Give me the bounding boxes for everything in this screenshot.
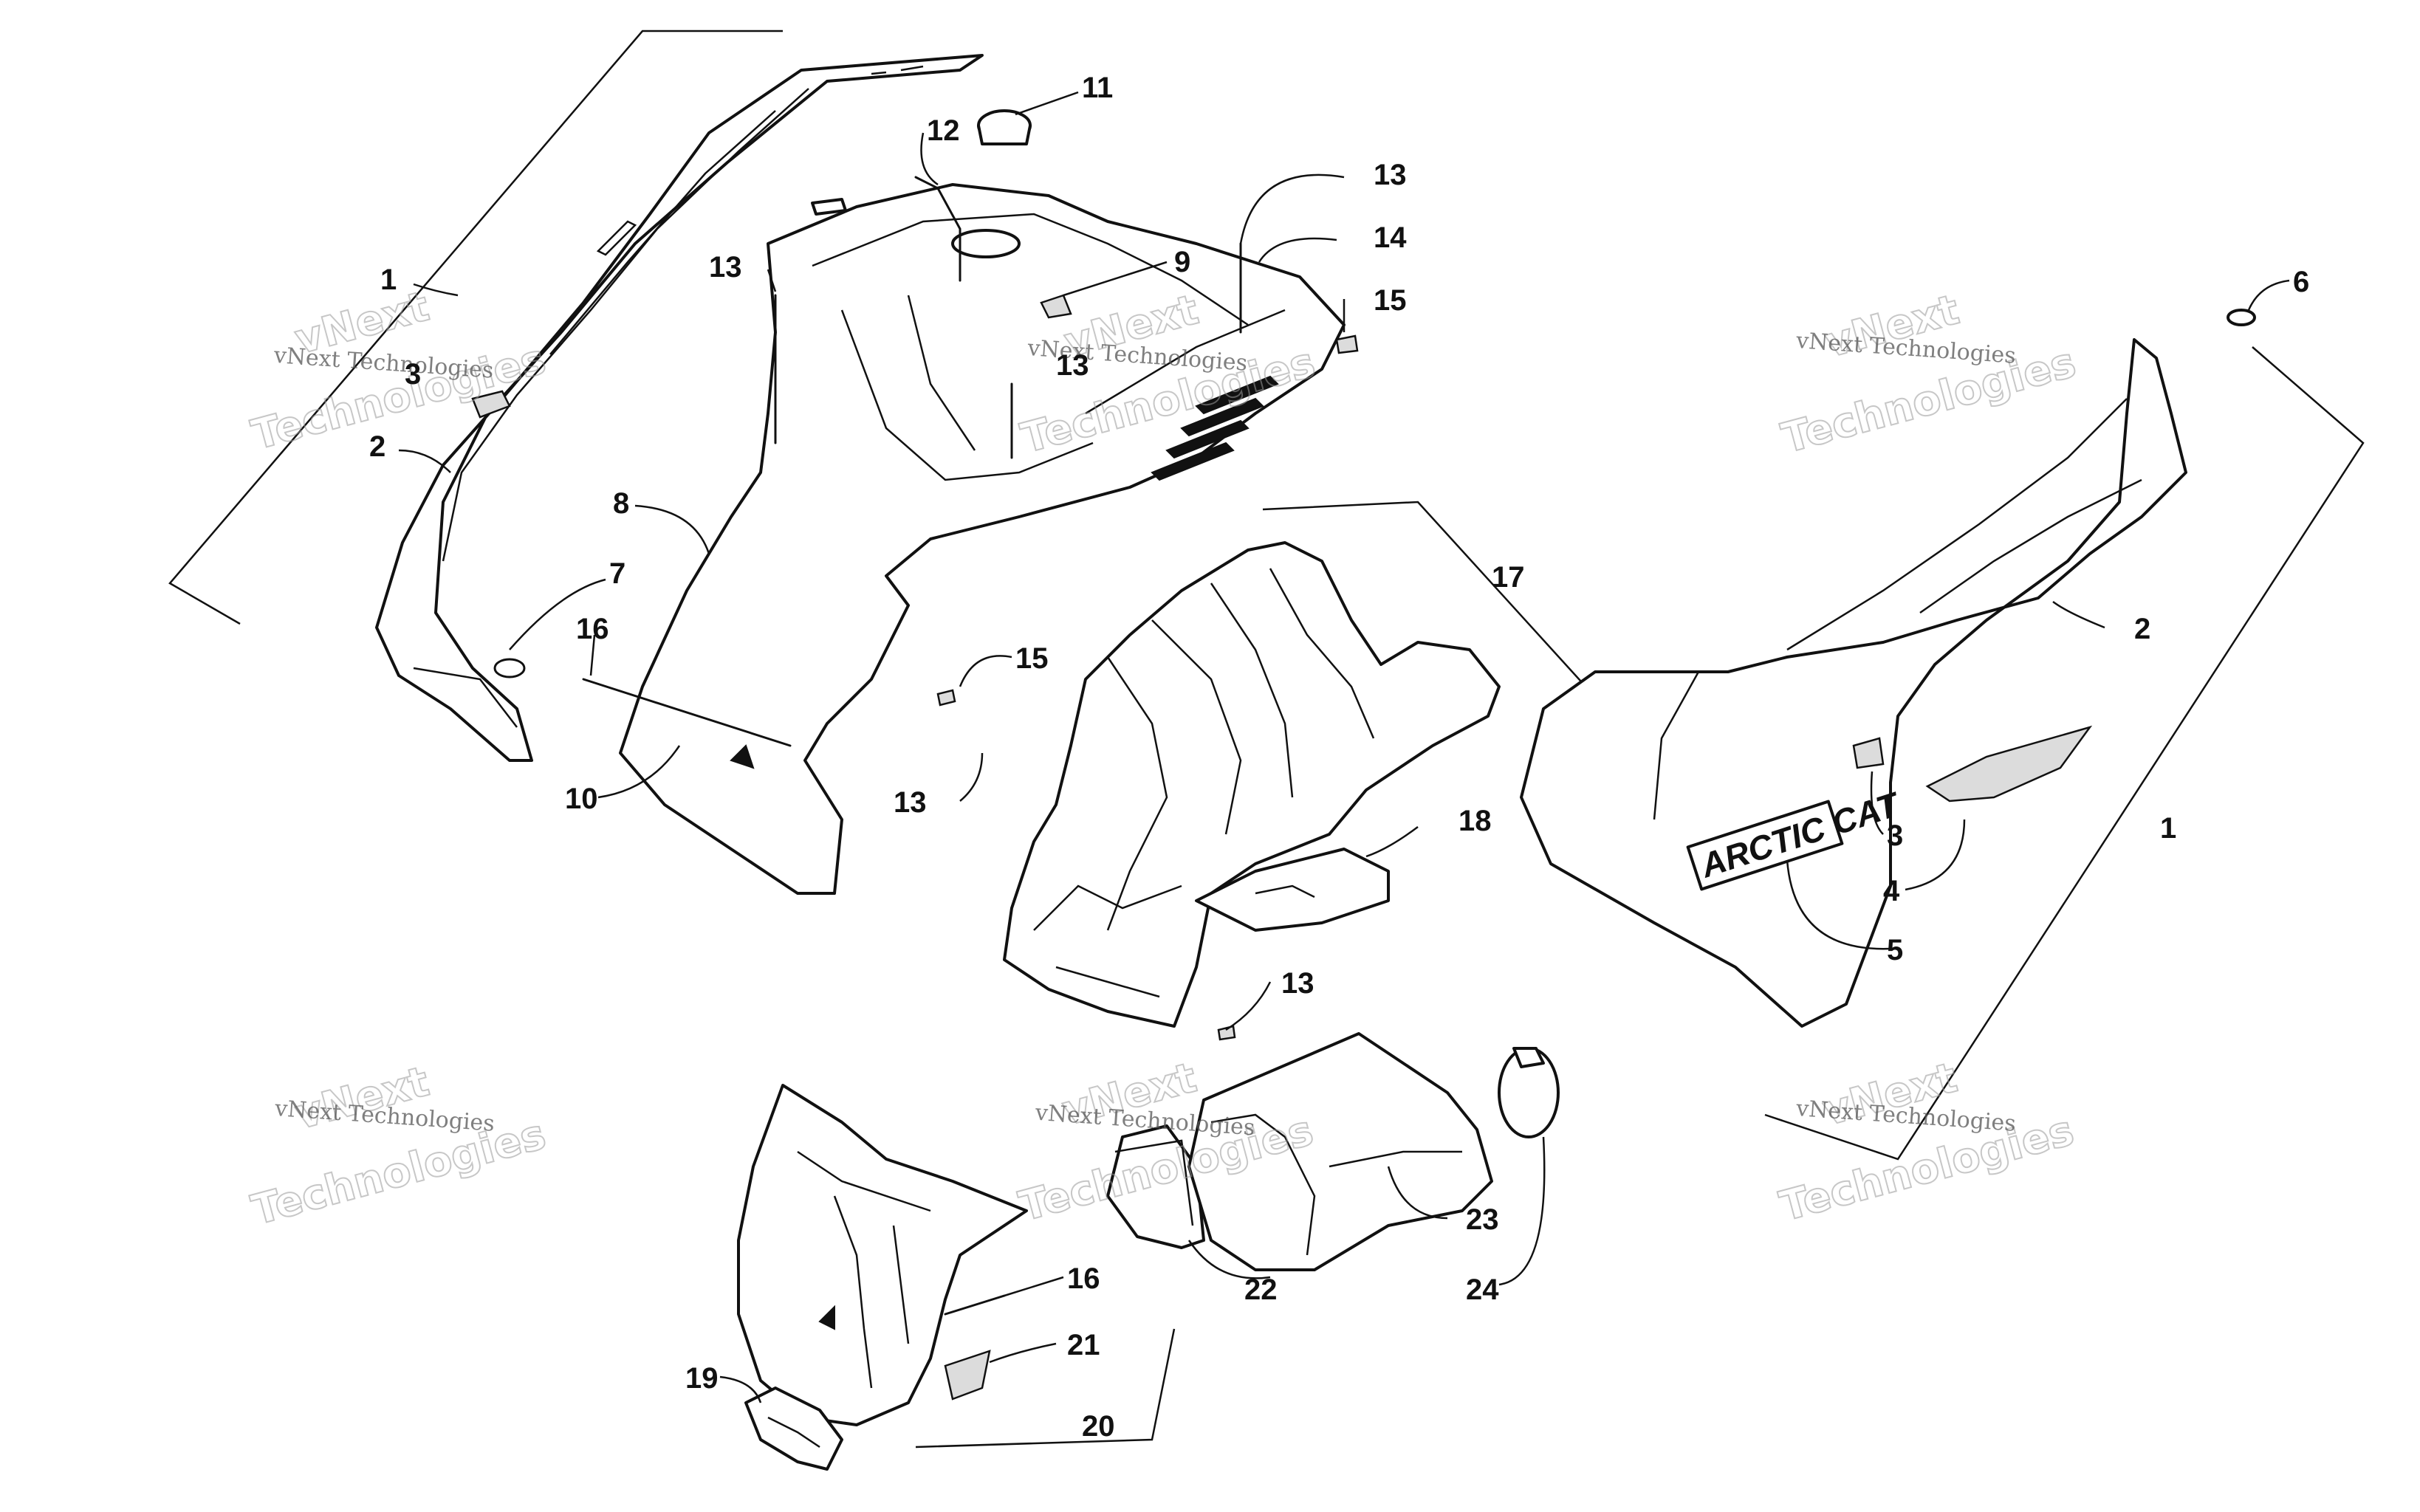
callout-24: 24 <box>1466 1274 1499 1306</box>
callout-15: 15 <box>1374 284 1407 317</box>
callout-1: 1 <box>380 264 397 296</box>
callout-2: 2 <box>2134 613 2150 645</box>
callout-11: 11 <box>1082 72 1113 104</box>
leader-lines <box>398 91 2290 1403</box>
callout-7: 7 <box>609 557 625 590</box>
callout-22: 22 <box>1244 1274 1278 1306</box>
callout-labels: 1 2 3 7 8 16 10 12 11 13 13 9 13 14 15 1… <box>369 72 2309 1443</box>
callout-13: 13 <box>1281 967 1314 1000</box>
callout-12: 12 <box>927 114 960 147</box>
watermark-bottom-right: vNext Technologies vNext Technologies <box>1775 1053 2080 1231</box>
callout-3: 3 <box>405 358 421 391</box>
intake-duct <box>1106 1032 1560 1271</box>
callout-3: 3 <box>1887 819 1903 852</box>
callout-6: 6 <box>2293 266 2309 298</box>
front-nose-panel <box>582 109 1359 895</box>
callout-13: 13 <box>894 786 927 819</box>
watermark-top-left: vNext Technologies vNext Technologies <box>246 282 551 461</box>
callout-5: 5 <box>1887 934 1903 966</box>
callout-19: 19 <box>685 1362 719 1395</box>
callout-21: 21 <box>1067 1329 1100 1361</box>
watermark-top-right: vNext Technologies vNext Technologies <box>1776 285 2081 464</box>
air-box <box>1003 501 1605 1041</box>
right-hood-assembly: ARCTIC CAT <box>1520 309 2365 1161</box>
callout-16: 16 <box>1067 1262 1100 1295</box>
callout-4: 4 <box>1883 875 1900 907</box>
callout-14: 14 <box>1374 221 1407 254</box>
left-hood-assembly <box>168 30 984 762</box>
callout-16: 16 <box>576 613 609 645</box>
callout-18: 18 <box>1458 805 1492 837</box>
watermark-bottom-left: vNext Technologies vNext Technologies <box>246 1057 551 1236</box>
callout-10: 10 <box>565 783 598 815</box>
callout-20: 20 <box>1082 1410 1115 1443</box>
callout-13: 13 <box>1374 159 1407 191</box>
lower-front-panel <box>737 1084 1176 1471</box>
callout-17: 17 <box>1492 561 1525 594</box>
callout-13: 13 <box>1056 349 1089 382</box>
callout-8: 8 <box>613 487 629 520</box>
callout-9: 9 <box>1174 246 1190 278</box>
callout-1: 1 <box>2160 812 2176 845</box>
callout-15: 15 <box>1015 642 1049 675</box>
callout-2: 2 <box>369 430 385 463</box>
callout-23: 23 <box>1466 1203 1499 1236</box>
callout-13: 13 <box>709 251 742 284</box>
